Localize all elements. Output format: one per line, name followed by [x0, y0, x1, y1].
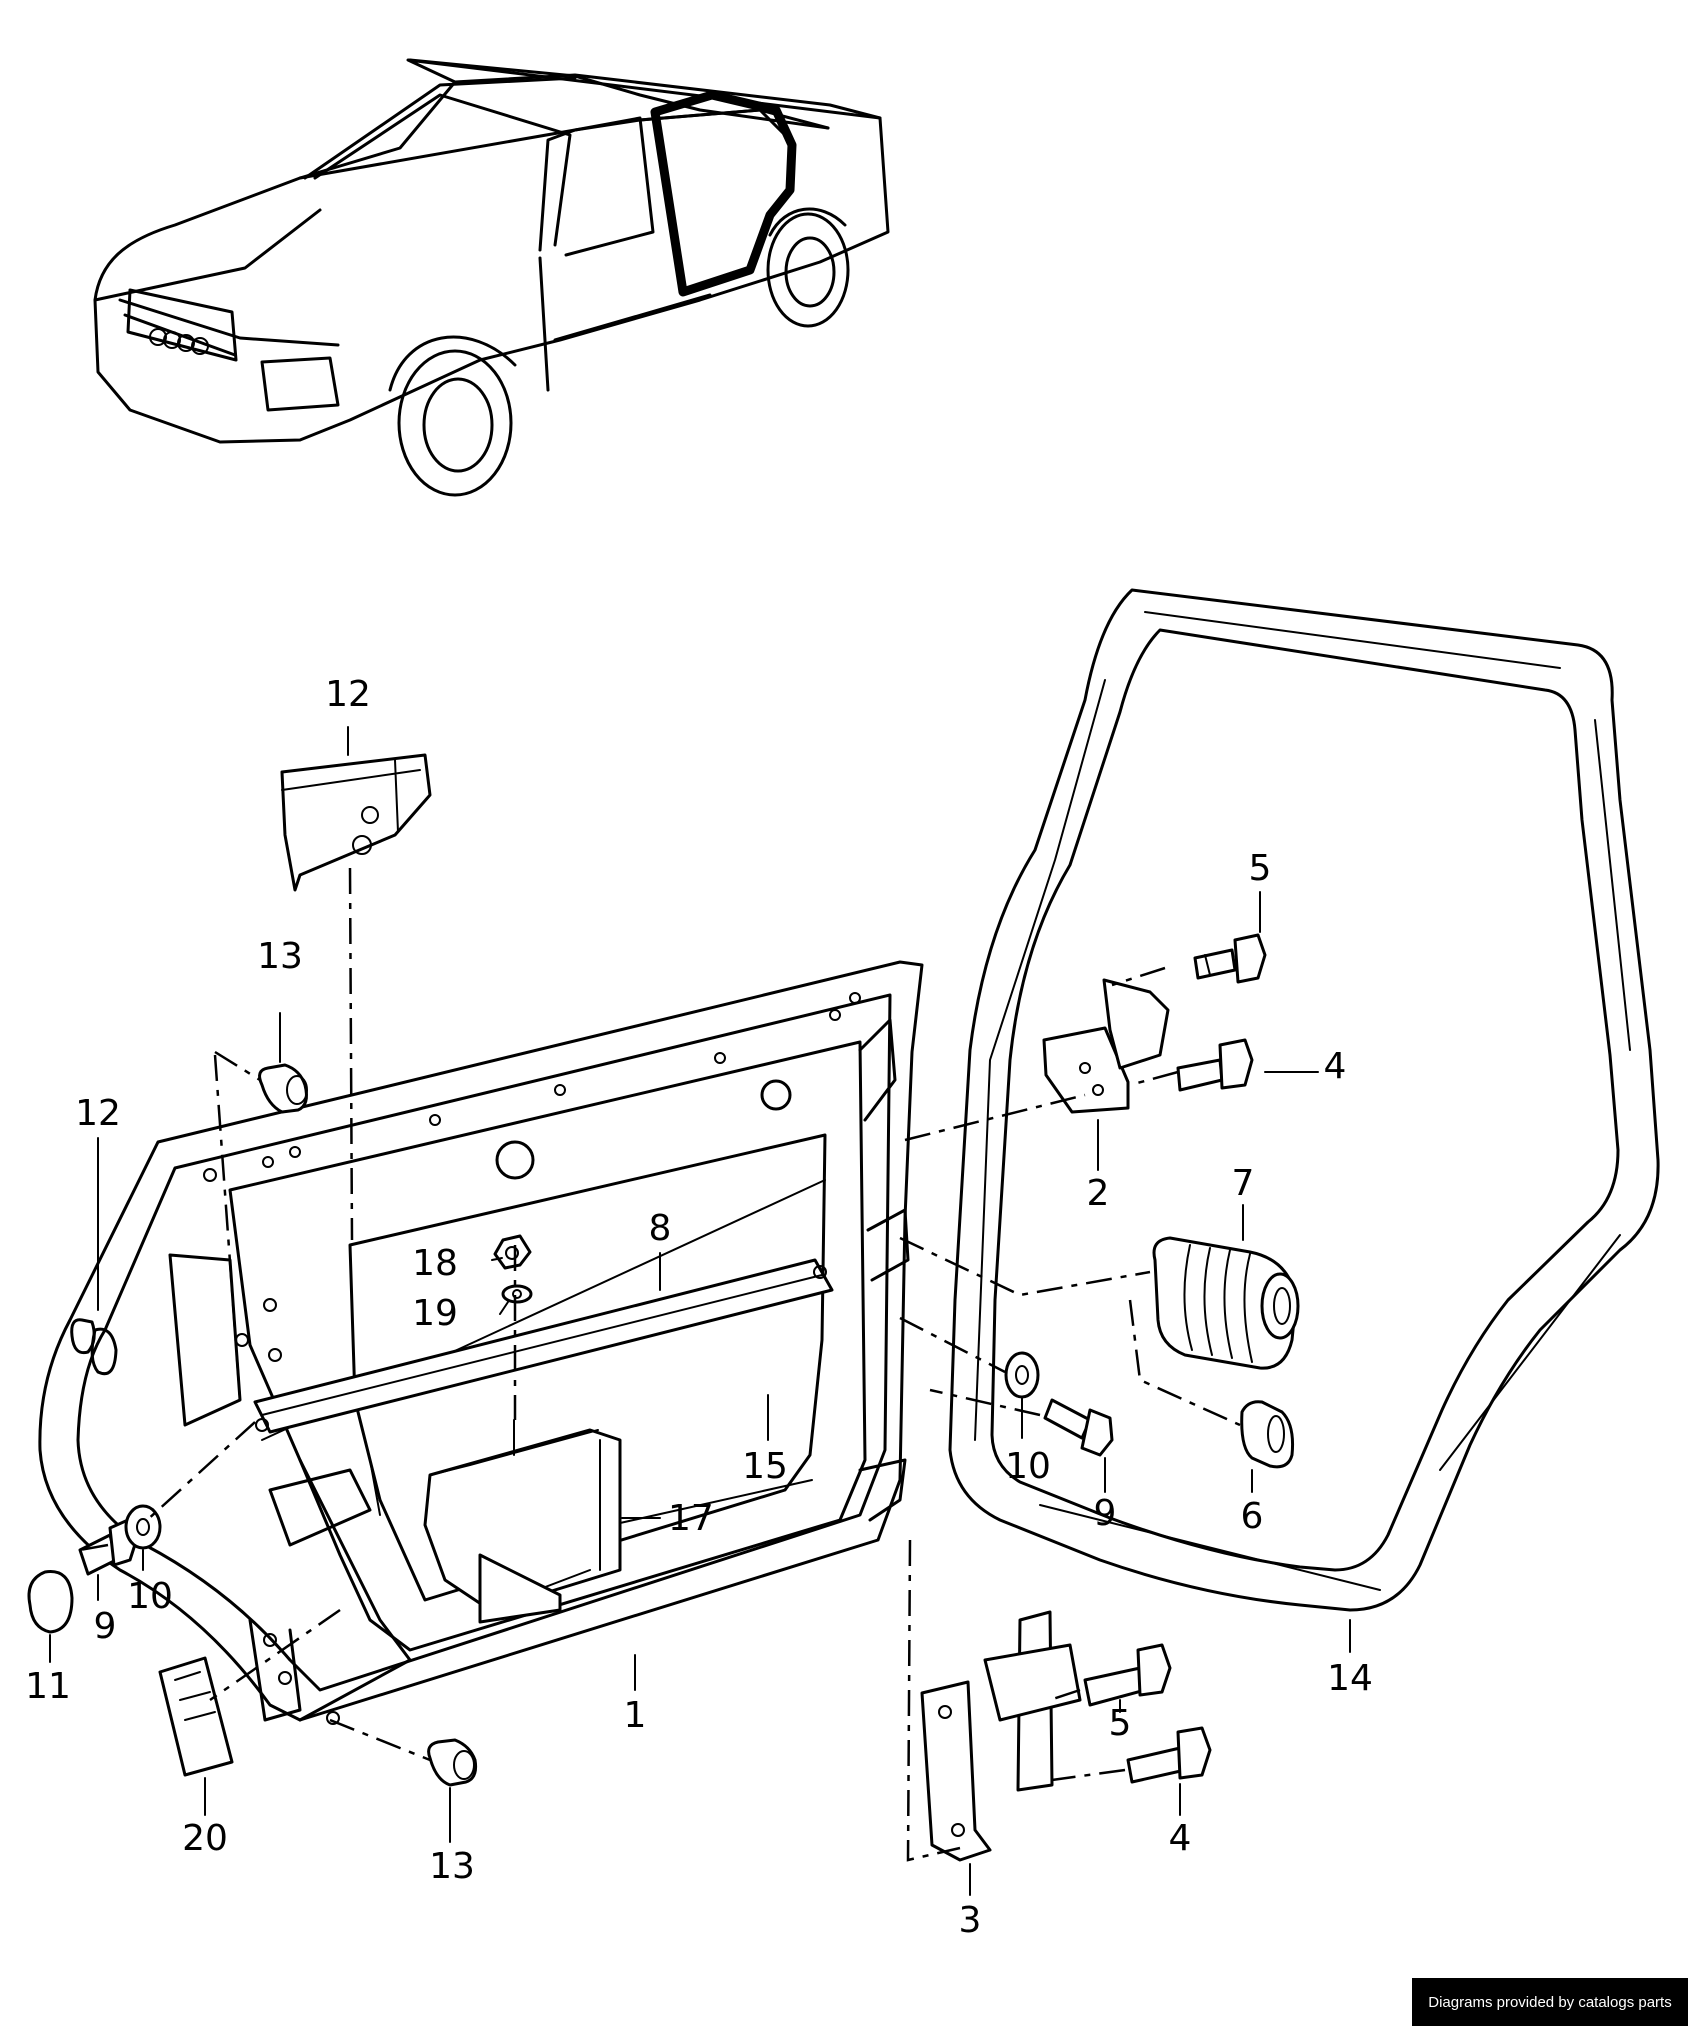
plug-6 [1240, 1400, 1294, 1469]
assembly-lines [79, 867, 1241, 1862]
callout-9-left: 9 [94, 1606, 117, 1647]
callout-2: 2 [1087, 1173, 1110, 1214]
hinge-bolt-upper [1193, 933, 1267, 984]
trim-cover-part [280, 753, 432, 892]
callout-4-lower: 4 [1169, 1818, 1192, 1859]
callout-13-lower: 13 [429, 1846, 475, 1887]
window-channel-bar [253, 1258, 834, 1434]
callout-5-lower: 5 [1109, 1703, 1132, 1744]
upper-hinge [1042, 978, 1170, 1114]
callout-4-upper: 4 [1324, 1046, 1347, 1087]
door-seal [948, 588, 1660, 1612]
callout-labels: 12 13 12 5 4 2 7 8 18 19 10 9 6 15 17 1 … [25, 674, 1373, 1941]
callout-7: 7 [1232, 1163, 1255, 1204]
label-plate-20 [158, 1656, 234, 1777]
hinge-bolt-lower-4 [1126, 1726, 1212, 1784]
washer-10-right [1004, 1351, 1040, 1399]
callout-19: 19 [412, 1293, 458, 1334]
callout-20: 20 [182, 1818, 228, 1859]
callout-16: 12 [325, 674, 371, 715]
window-regulator-guide [369, 1459, 381, 1516]
callout-11: 11 [25, 1666, 71, 1707]
edge-protector-12 [70, 1318, 96, 1355]
callout-5-upper: 5 [1249, 848, 1272, 889]
callout-6: 6 [1241, 1496, 1264, 1537]
washer-10-left [124, 1504, 162, 1550]
check-strap-bolt-9-right [1043, 1398, 1114, 1457]
callout-10-left: 10 [127, 1576, 173, 1617]
callout-12: 12 [75, 1093, 121, 1134]
control-unit-box [423, 1419, 622, 1624]
callout-3: 3 [959, 1900, 982, 1941]
cap-11 [27, 1570, 74, 1634]
callout-10-right: 10 [1005, 1446, 1051, 1487]
callout-15: 15 [742, 1446, 788, 1487]
callout-14: 14 [1327, 1658, 1373, 1699]
hinge-bolt-middle [1176, 1038, 1254, 1092]
lower-hinge [920, 1610, 1082, 1862]
callout-18: 18 [412, 1243, 458, 1284]
footer-credit-text: Diagrams provided by catalogs parts [1428, 1993, 1672, 2011]
callout-8: 8 [649, 1208, 672, 1249]
hinge-bolt-lower-5 [1083, 1643, 1172, 1707]
leader-lines [49, 726, 1351, 1896]
car-overview-illustration [93, 58, 890, 497]
callout-13-upper: 13 [257, 936, 303, 977]
grommet-boot [1152, 1236, 1300, 1370]
clip-13-upper [258, 1063, 308, 1114]
nut-and-washer [493, 1234, 533, 1304]
callout-9-right: 9 [1094, 1493, 1117, 1534]
callout-17: 17 [668, 1498, 714, 1539]
callout-1: 1 [624, 1695, 647, 1736]
footer-credit-badge: Diagrams provided by catalogs parts [1412, 1978, 1688, 2026]
clip-13-lower [427, 1738, 478, 1787]
